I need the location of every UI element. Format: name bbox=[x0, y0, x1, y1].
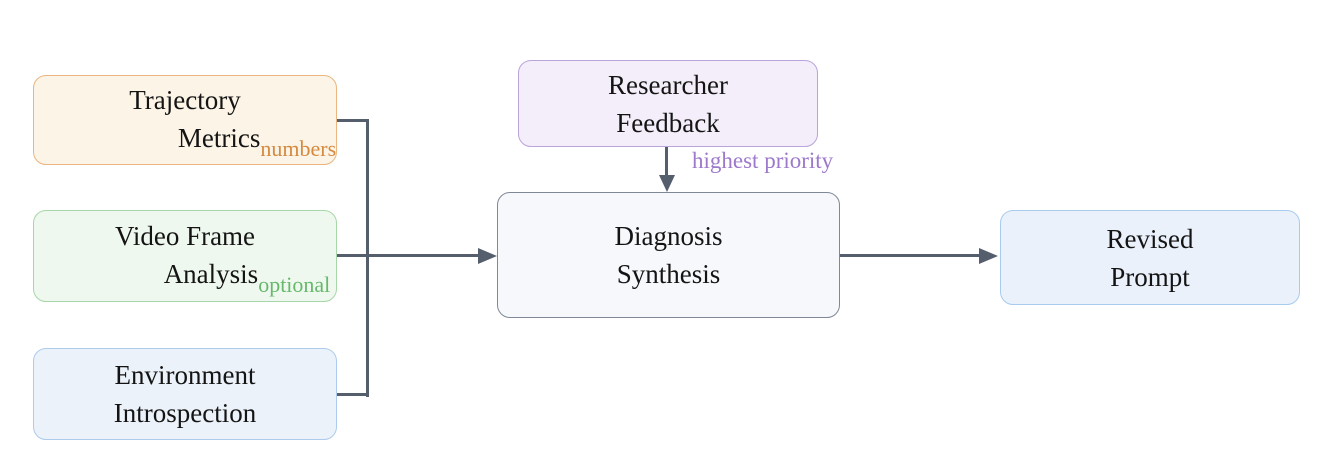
trajectory-metrics-line2: Metricsnumbers bbox=[177, 119, 337, 161]
video-frame-analysis-word: Analysis bbox=[163, 259, 259, 289]
trajectory-metrics-word: Metrics bbox=[177, 123, 261, 153]
optional-subscript-label: optional bbox=[258, 272, 331, 297]
video-frame-analysis-line1: Video Frame bbox=[114, 221, 256, 251]
diagnosis-synthesis-line2: Synthesis bbox=[616, 259, 721, 289]
environment-introspection-line1: Environment bbox=[114, 360, 256, 390]
trajectory-to-merge-line bbox=[337, 119, 369, 122]
highest-priority-label: highest priority bbox=[692, 148, 834, 173]
node-diagnosis-synthesis: Diagnosis Synthesis bbox=[497, 192, 840, 318]
feedback-to-diagnosis-arrowhead-icon bbox=[659, 175, 675, 192]
researcher-feedback-line1: Researcher bbox=[608, 69, 728, 100]
environment-to-merge-line bbox=[337, 393, 369, 396]
researcher-feedback-line2: Feedback bbox=[616, 107, 720, 138]
numbers-subscript-label: numbers bbox=[260, 136, 337, 161]
merge-vertical-line bbox=[366, 119, 369, 397]
revised-prompt-line1: Revised bbox=[1106, 223, 1194, 254]
video-frame-analysis-line2: Analysisoptional bbox=[163, 255, 331, 297]
node-revised-prompt: Revised Prompt bbox=[1000, 210, 1300, 305]
environment-introspection-line2: Introspection bbox=[113, 398, 257, 428]
merge-to-diagnosis-line bbox=[337, 254, 480, 257]
diagnosis-to-revised-arrowhead-icon bbox=[979, 248, 998, 264]
node-video-frame-analysis: Video Frame Analysisoptional bbox=[33, 210, 337, 302]
feedback-to-diagnosis-line bbox=[665, 147, 668, 177]
node-environment-introspection: Environment Introspection bbox=[33, 348, 337, 440]
trajectory-metrics-line1: Trajectory bbox=[129, 85, 241, 115]
node-trajectory-metrics: Trajectory Metricsnumbers bbox=[33, 75, 337, 165]
diagnosis-synthesis-line1: Diagnosis bbox=[614, 221, 723, 251]
diagnosis-to-revised-line bbox=[840, 254, 980, 257]
revised-prompt-line2: Prompt bbox=[1110, 261, 1190, 292]
node-researcher-feedback: Researcher Feedback bbox=[518, 60, 818, 147]
merge-to-diagnosis-arrowhead-icon bbox=[478, 248, 497, 264]
